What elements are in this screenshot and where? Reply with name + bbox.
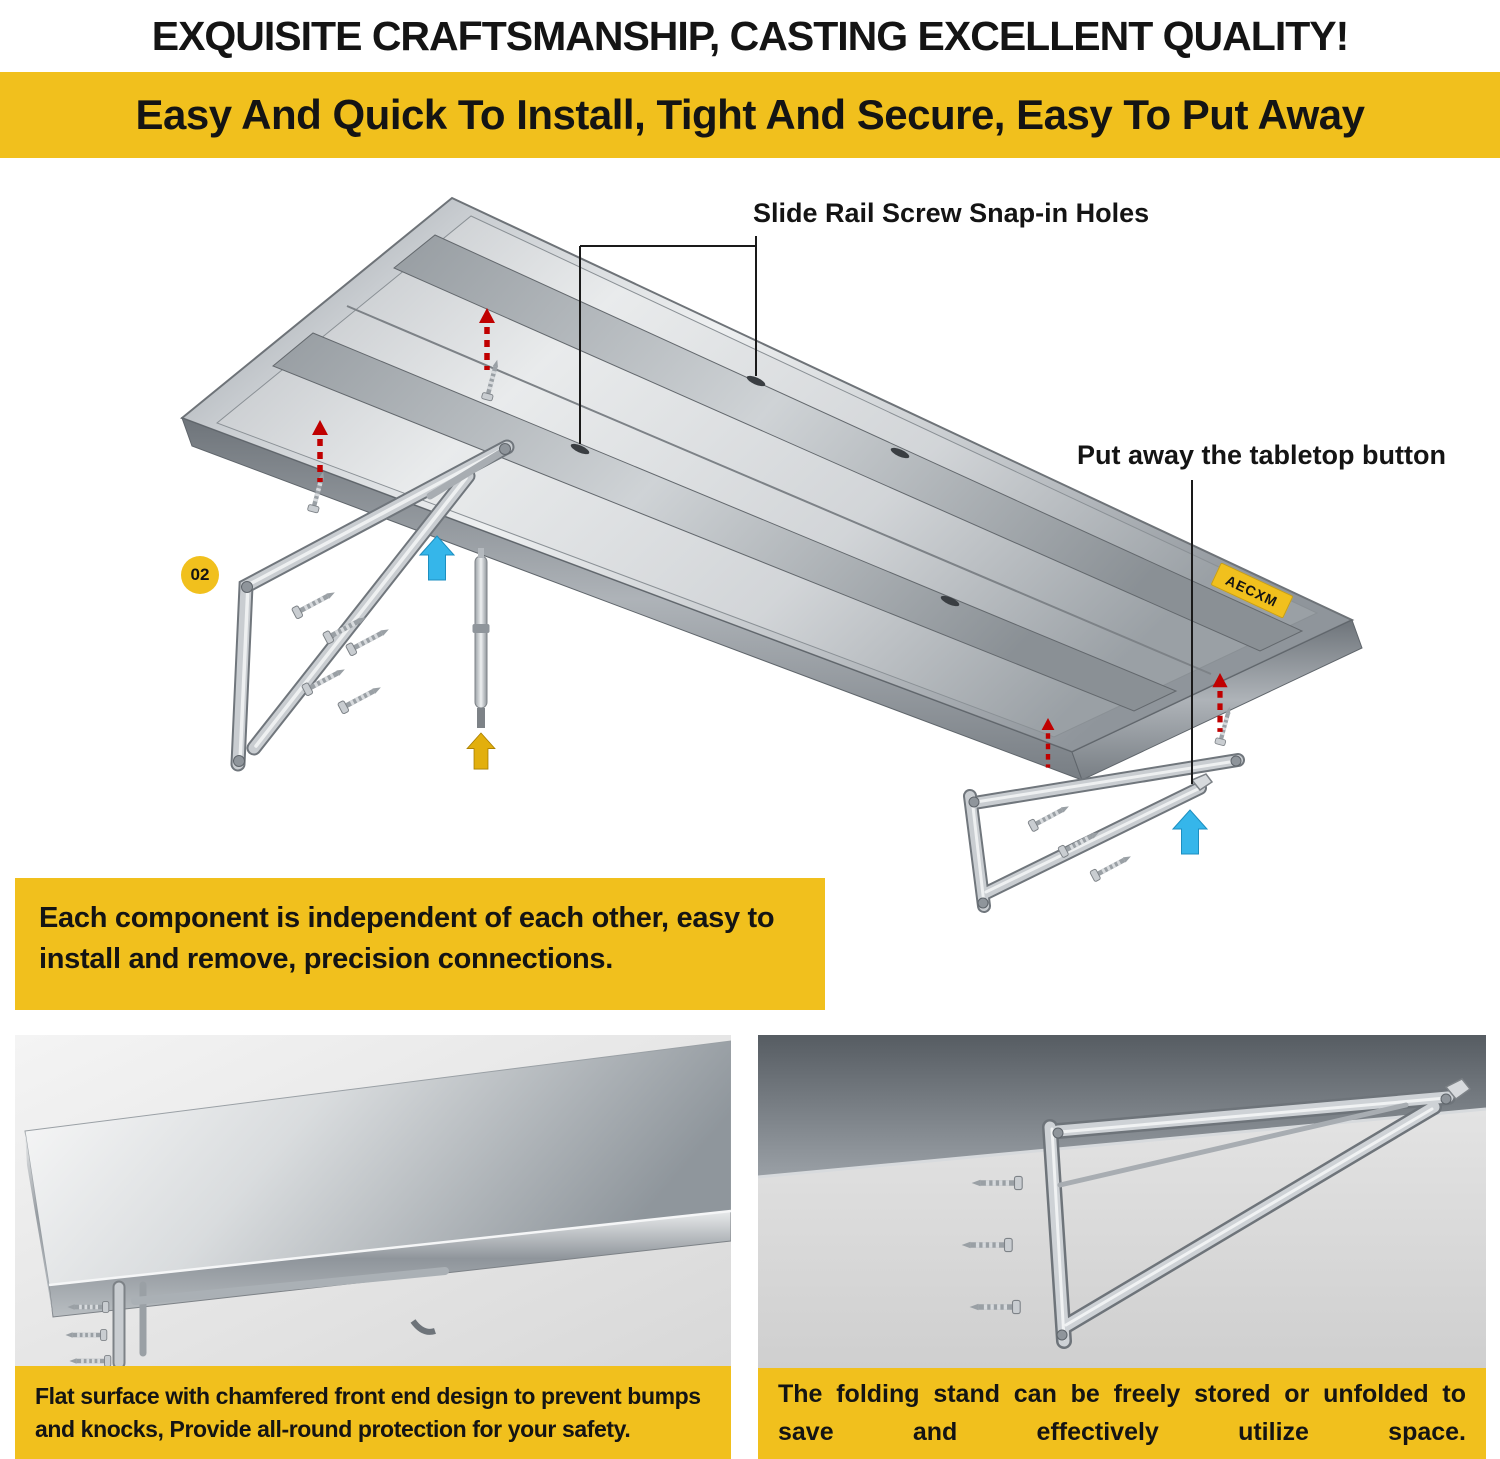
caption-flat-surface-text: Flat surface with chamfered front end de… [35,1383,701,1442]
release-handle [410,1319,436,1335]
slide-rail-channel-upper [393,234,1304,652]
slide-rail-channel-lower [272,332,1178,712]
callout-lines [579,236,1193,784]
driver-bit [472,548,490,728]
main-headline: EXQUISITE CRAFTSMANSHIP, CASTING EXCELLE… [151,13,1350,59]
rail-snap-in-slots [570,375,960,607]
unfolded-bracket [1042,1089,1456,1349]
folded-table-photo [15,1035,732,1370]
caption-folding-stand-text: The folding stand can be freely stored o… [778,1380,1466,1446]
bottom-panels: Flat surface with chamfered front end de… [0,1035,1500,1459]
callout-slide-rail-label: Slide Rail Screw Snap-in Holes [753,198,1150,228]
caption-flat-surface: Flat surface with chamfered front end de… [15,1366,731,1459]
left-bracket [230,439,515,772]
release-button [1190,773,1214,792]
component-note: Each component is independent of each ot… [15,878,825,1010]
hero-section: Slide Rail Screw Snap-in Holes Put away … [0,158,1500,1035]
panel-flat-surface: Flat surface with chamfered front end de… [15,1035,732,1459]
bracket-underside-photo [757,1035,1487,1368]
folded-bracket [112,1267,449,1370]
caption-folding-stand: The folding stand can be freely stored o… [758,1368,1486,1459]
right-bracket [963,753,1245,913]
blue-arrow-icon [1172,809,1208,855]
hero-illustration [180,196,1363,913]
subtitle-banner: Easy And Quick To Install, Tight And Sec… [0,72,1500,158]
table-center-seam [346,305,1212,675]
chamfered-corner [25,1131,53,1317]
step-badge: 02 [181,556,219,594]
panel-folding-stand: The folding stand can be freely stored o… [757,1035,1487,1459]
yellow-arrow-icon [466,732,496,770]
table-underside-band [758,1035,1486,1177]
callout-put-away-label: Put away the tabletop button [1077,440,1446,470]
subtitle-text: Easy And Quick To Install, Tight And Sec… [135,91,1365,138]
release-tab [1444,1078,1472,1101]
